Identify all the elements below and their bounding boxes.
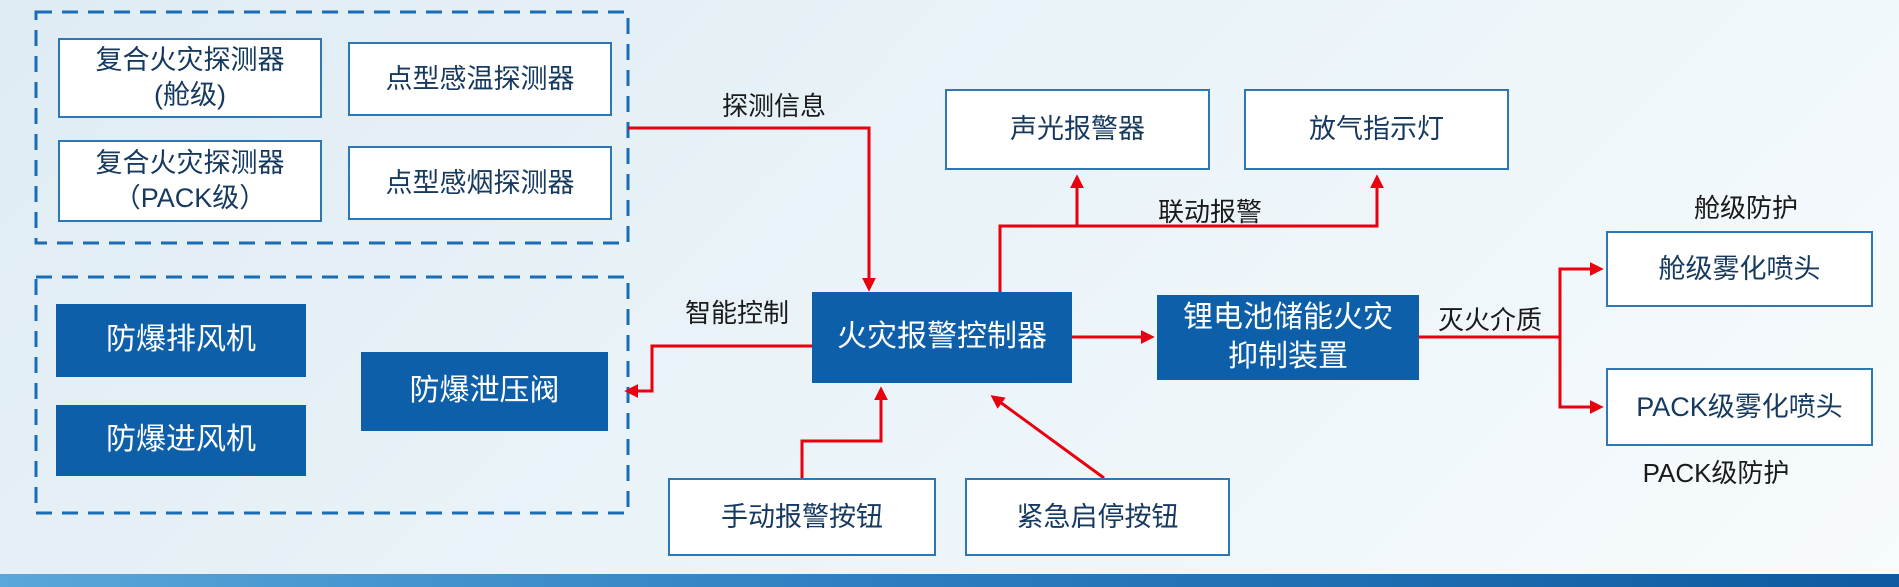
- node-suppression-device-label: 锂电池储能火灾 抑制装置: [1183, 301, 1393, 373]
- node-intake-fan: 防爆进风机: [56, 405, 306, 476]
- node-sound-light-alarm-label: 声光报警器: [1010, 114, 1145, 145]
- node-fire-alarm-controller-label: 火灾报警控制器: [837, 320, 1047, 354]
- node-composite-detector-pack-label: 复合火灾探测器 （PACK级）: [95, 148, 285, 213]
- node-pack-nozzle-label: PACK级雾化喷头: [1636, 391, 1843, 422]
- node-pack-nozzle: PACK级雾化喷头: [1606, 368, 1873, 446]
- node-heat-detector-label: 点型感温探测器: [385, 63, 575, 94]
- node-exhaust-fan: 防爆排风机: [56, 304, 306, 377]
- zone-label-pack-protection: PACK级防护: [1642, 458, 1790, 488]
- arrow-intelligent-control: [624, 344, 812, 398]
- node-suppression-device: 锂电池储能火灾 抑制装置: [1157, 295, 1419, 380]
- node-gas-release-indicator: 放气指示灯: [1244, 89, 1509, 170]
- node-manual-alarm-button: 手动报警按钮: [668, 478, 936, 556]
- edge-label-linkage-alarm: 联动报警: [1157, 197, 1262, 227]
- arrow-to-cabin-nozzle: [1558, 262, 1604, 337]
- arrow-manual-button-to-controller: [800, 386, 888, 478]
- arrow-detection-info: [628, 126, 876, 292]
- node-cabin-nozzle: 舱级雾化喷头: [1606, 231, 1873, 307]
- node-fire-alarm-controller: 火灾报警控制器: [812, 292, 1072, 383]
- bottom-accent-bar: [0, 574, 1899, 587]
- node-heat-detector: 点型感温探测器: [348, 42, 612, 116]
- zone-label-cabin-protection: 舱级防护: [1693, 193, 1798, 223]
- node-sound-light-alarm: 声光报警器: [945, 89, 1210, 170]
- edge-label-intelligent-control: 智能控制: [684, 298, 789, 328]
- node-cabin-nozzle-label: 舱级雾化喷头: [1658, 253, 1821, 284]
- node-composite-detector-pack: 复合火灾探测器 （PACK级）: [58, 140, 322, 222]
- node-manual-alarm-button-label: 手动报警按钮: [721, 501, 883, 532]
- node-emergency-stop-button: 紧急启停按钮: [965, 478, 1230, 556]
- node-smoke-detector-label: 点型感烟探测器: [385, 167, 575, 198]
- node-smoke-detector: 点型感烟探测器: [348, 146, 612, 220]
- node-gas-release-indicator-label: 放气指示灯: [1309, 114, 1444, 145]
- edge-label-detection-info: 探测信息: [721, 91, 826, 121]
- node-relief-valve-label: 防爆泄压阀: [409, 374, 560, 408]
- edge-label-extinguishing-medium: 灭火介质: [1437, 305, 1542, 335]
- node-composite-detector-cabin-label: 复合火灾探测器 (舱级): [95, 45, 285, 110]
- arrow-to-pack-nozzle: [1558, 337, 1604, 414]
- node-composite-detector-cabin: 复合火灾探测器 (舱级): [58, 38, 322, 118]
- arrow-emergency-button-to-controller: [990, 395, 1105, 480]
- node-relief-valve: 防爆泄压阀: [361, 352, 608, 431]
- node-exhaust-fan-label: 防爆排风机: [106, 323, 256, 357]
- node-intake-fan-label: 防爆进风机: [106, 423, 256, 457]
- node-emergency-stop-button-label: 紧急启停按钮: [1016, 501, 1179, 532]
